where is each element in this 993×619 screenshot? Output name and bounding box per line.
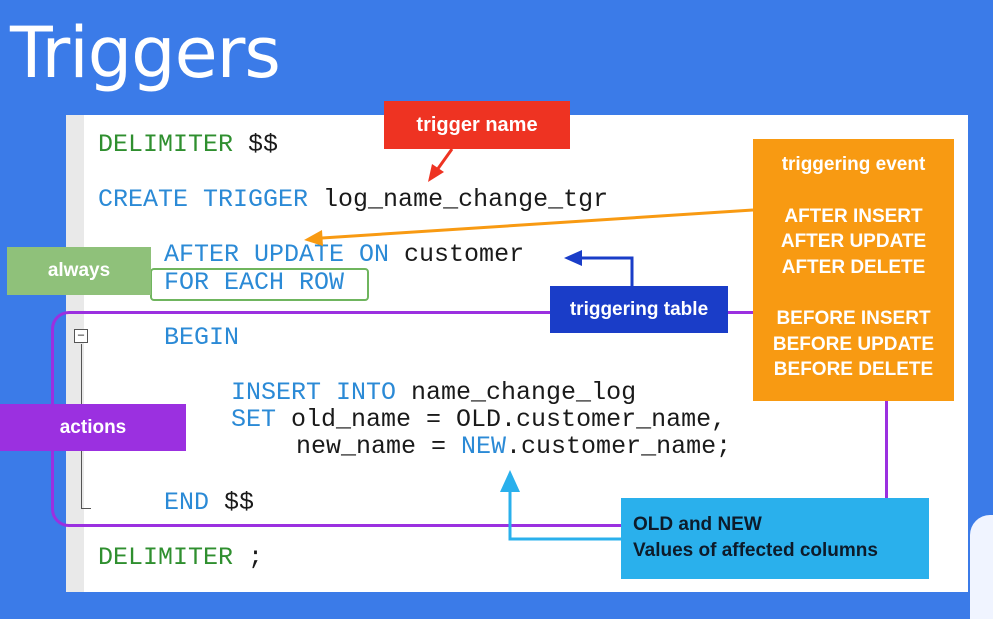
event-before-delete: BEFORE DELETE <box>773 359 934 380</box>
code-line-set: SET old_name = OLD.customer_name, <box>231 407 726 432</box>
orange-arrow-head <box>304 230 323 246</box>
event-before-update: BEFORE UPDATE <box>772 333 935 355</box>
code-line-delimiter-end: DELIMITER ; <box>98 545 263 570</box>
trigger-name-text: log_name_change_tgr <box>308 185 609 214</box>
table-name-text: customer <box>389 240 525 269</box>
old-new-heading: OLD and NEW <box>633 514 762 535</box>
code-line-begin: BEGIN <box>164 325 239 350</box>
keyword: NEW <box>461 432 507 461</box>
triggering-event-box: triggering event AFTER INSERT AFTER UPDA… <box>753 139 954 401</box>
keyword: SET <box>231 405 277 434</box>
keyword: DELIMITER <box>98 130 234 159</box>
triggering-table-label: triggering table <box>550 286 728 333</box>
code-text: .customer_name; <box>506 432 732 461</box>
event-after-delete: AFTER DELETE <box>781 256 926 278</box>
code-text: $$ <box>233 130 279 159</box>
event-after-insert: AFTER INSERT <box>784 205 923 227</box>
spacer <box>753 280 954 306</box>
for-each-row-highlight <box>150 268 369 301</box>
code-line-after-update: AFTER UPDATE ON customer <box>164 242 524 267</box>
navy-arrow-head <box>564 250 582 266</box>
old-new-box: OLD and NEW Values of affected columns <box>621 498 929 579</box>
fold-end <box>81 508 91 509</box>
keyword: FOR EACH ROW <box>164 268 345 297</box>
keyword: INSERT INTO <box>231 378 397 407</box>
code-line-delimiter-start: DELIMITER $$ <box>98 132 278 157</box>
code-text: old_name = OLD.customer_name, <box>276 405 727 434</box>
keyword: AFTER UPDATE ON <box>164 240 390 269</box>
code-line-insert-into: INSERT INTO name_change_log <box>231 380 636 405</box>
slide-title: Triggers <box>10 12 281 94</box>
code-text: ; <box>233 543 264 572</box>
code-text: name_change_log <box>396 378 637 407</box>
code-line-for-each-row: FOR EACH ROW <box>164 270 344 295</box>
cyan-arrow-line <box>508 490 621 541</box>
trigger-name-label: trigger name <box>384 101 570 149</box>
spacer <box>753 178 954 204</box>
orange-arrow-line <box>321 208 754 240</box>
code-line-new-name: new_name = NEW.customer_name; <box>296 434 731 459</box>
cyan-arrow-head <box>500 470 520 492</box>
red-arrow-line <box>435 148 454 171</box>
event-after-update: AFTER UPDATE <box>780 231 927 252</box>
keyword: DELIMITER <box>98 543 234 572</box>
code-text: new_name = <box>296 432 462 461</box>
triggering-event-heading: triggering event <box>781 154 926 175</box>
code-line-end: END $$ <box>164 490 254 515</box>
keyword: CREATE TRIGGER <box>98 185 309 214</box>
code-text: $$ <box>209 488 255 517</box>
fold-collapse-icon[interactable]: − <box>74 329 88 343</box>
old-new-description: Values of affected columns <box>633 540 878 561</box>
navy-arrow-line <box>582 256 634 287</box>
event-before-insert: BEFORE INSERT <box>776 308 931 329</box>
code-gutter <box>66 115 84 592</box>
keyword: BEGIN <box>164 323 240 352</box>
corner-decoration <box>970 515 993 619</box>
keyword: END <box>164 488 210 517</box>
red-arrow-head <box>428 164 444 182</box>
code-line-create-trigger: CREATE TRIGGER log_name_change_tgr <box>98 187 608 212</box>
always-label: always <box>7 247 151 295</box>
actions-label: actions <box>0 404 186 451</box>
